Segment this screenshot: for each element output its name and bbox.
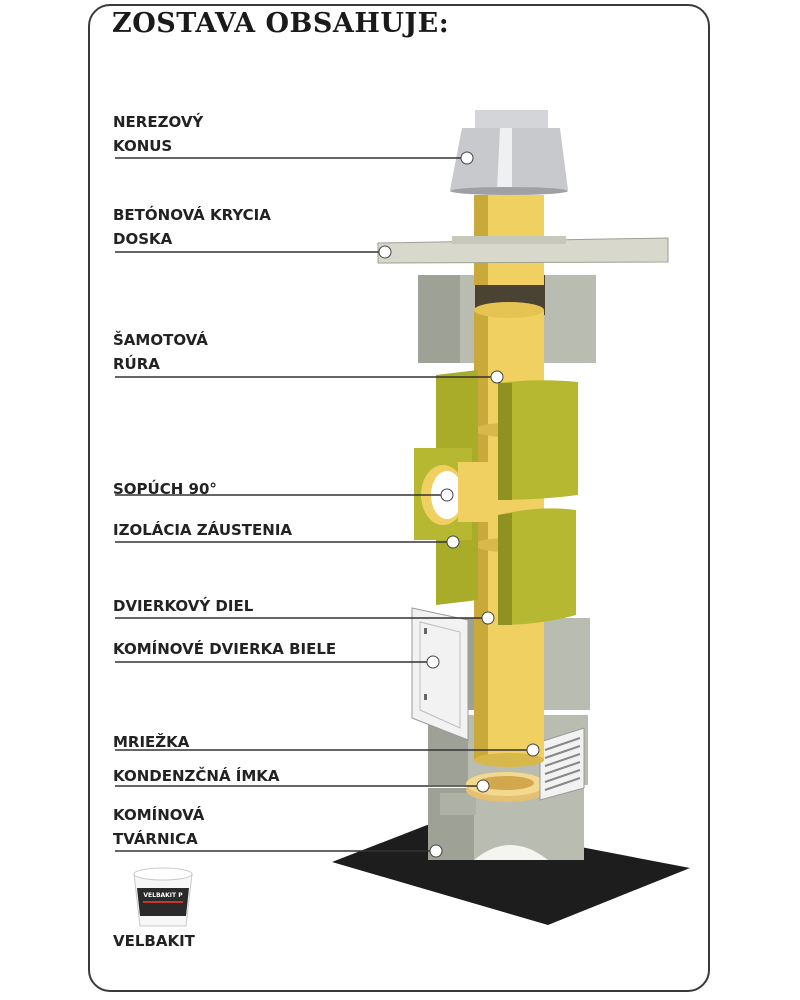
- leader-dots: [378, 151, 540, 858]
- label-cominove-dvierka-biele: KOMÍNOVÉ DVIERKA BIELE: [113, 640, 337, 658]
- dot-nerezovy-konus: [460, 151, 474, 165]
- label-izolacia-zaustenia: IZOLÁCIA ZÁUSTENIA: [113, 521, 293, 539]
- chimney-block-bottom: [428, 788, 584, 860]
- dot-sopuch-90: [440, 488, 454, 502]
- vent-grille: [539, 727, 585, 801]
- door-segment: [411, 607, 469, 741]
- label-sopuch-90: SOPÚCH 90°: [113, 480, 217, 498]
- dot-kondenzcna-imka: [476, 779, 490, 793]
- stainless-cone: [450, 110, 568, 195]
- label-kondenzcna-imka: KONDENZČNÁ ÍMKA: [113, 767, 280, 785]
- dot-cominove-dvierka-biele: [426, 655, 440, 669]
- dot-mriezka: [526, 743, 540, 757]
- bucket-product-label: VELBAKIT P: [143, 892, 183, 899]
- label-dvierkovy-diel: DVIERKOVÝ DIEL: [113, 597, 254, 615]
- page-title: ZOSTAVA OBSAHUJE:: [112, 8, 450, 39]
- content-frame: [88, 4, 710, 992]
- dot-dvierkovy-diel: [481, 611, 495, 625]
- dot-izolacia-zaustenia: [446, 535, 460, 549]
- label-mriezka: MRIEŽKA: [113, 733, 190, 751]
- label-velbakit: VELBAKIT: [113, 932, 195, 950]
- dot-samotova-rura: [490, 370, 504, 384]
- leader-lines: [115, 157, 533, 852]
- velbakit-bucket: VELBAKIT P: [133, 867, 193, 927]
- base-plate: [332, 820, 690, 925]
- insulation-half-lower: [498, 508, 576, 625]
- concrete-cover-slab: [377, 236, 669, 264]
- dot-cominova-tvarnica: [429, 844, 443, 858]
- insulation-half-upper: [436, 370, 578, 605]
- dot-betonova-krycia-doska: [378, 245, 392, 259]
